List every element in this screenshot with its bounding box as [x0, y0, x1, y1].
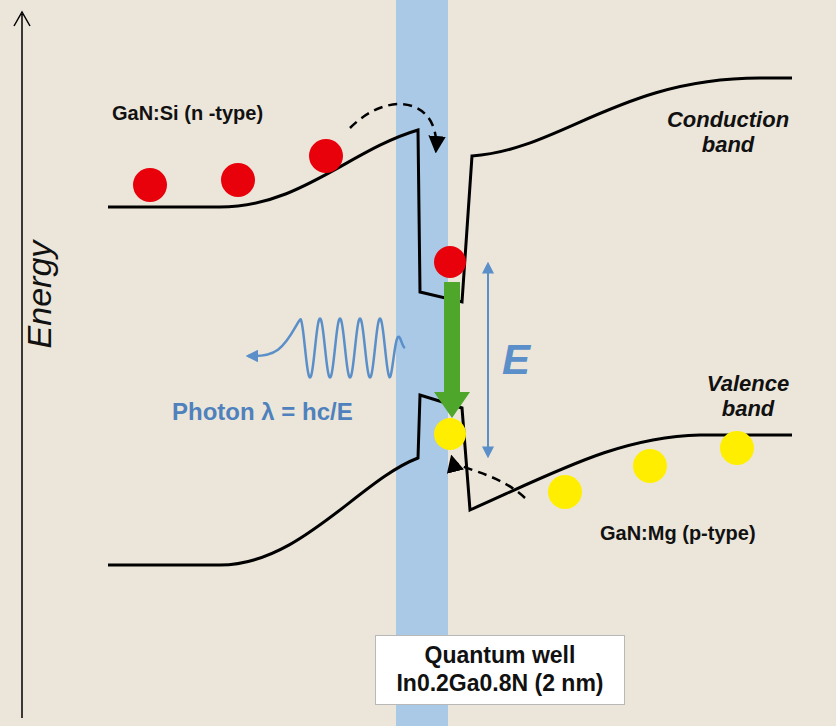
box-text: Quantum well In0.2Ga0.8N (2 nm) — [388, 642, 612, 697]
quantum-well-band — [396, 0, 448, 726]
band-label: Valence band — [693, 371, 803, 422]
energy-symbol: E — [502, 336, 530, 384]
photon-label: Photon λ = hc/E — [172, 398, 353, 426]
hole-injection-arrow — [452, 458, 525, 498]
axis-label: Energy — [20, 241, 59, 349]
electron-injection-arrow — [350, 104, 436, 150]
label-box: Quantum well In0.2Ga0.8N (2 nm) — [375, 635, 625, 704]
recombination-arrow — [434, 282, 470, 418]
valence-band-edge — [108, 395, 792, 565]
holes — [434, 418, 754, 509]
region-label: GaN:Mg (p-type) — [600, 522, 756, 545]
region-label: GaN:Si (n -type) — [112, 102, 263, 125]
electrons — [133, 139, 466, 278]
energy-gap-arrow — [487, 264, 489, 456]
energy-axis — [14, 12, 30, 718]
photon-wave — [248, 318, 405, 377]
band-label: Conduction band — [658, 107, 798, 158]
